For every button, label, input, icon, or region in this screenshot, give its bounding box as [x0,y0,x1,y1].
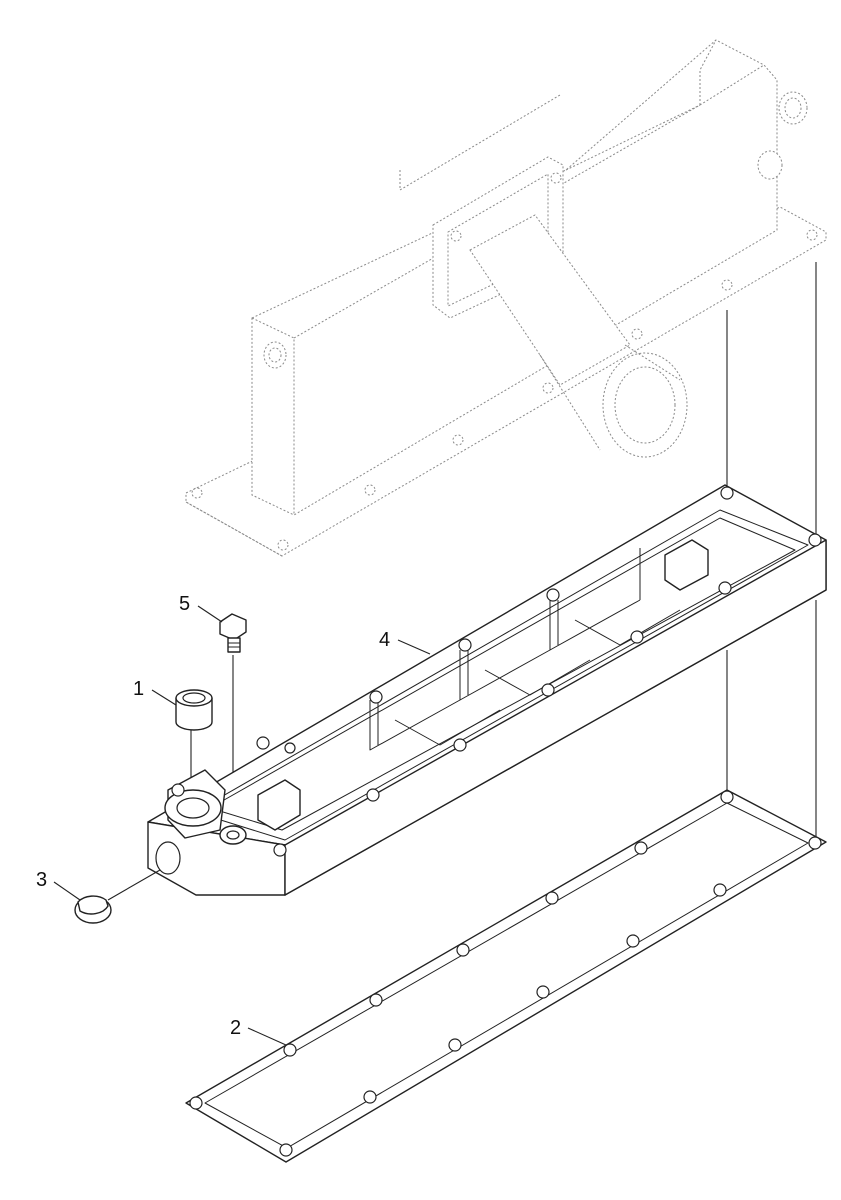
cap-plug-part [74,895,112,924]
callout-5: 5 [179,593,190,615]
callout-2: 2 [230,1017,241,1039]
bolt-part [219,613,247,653]
sleeve-part [175,689,213,731]
upper-housing-reference [185,39,827,557]
callout-leaders [53,605,431,1046]
callout-4: 4 [379,629,390,651]
gasket-part [185,789,827,1163]
callout-3: 3 [36,869,47,891]
callout-labels: 1 2 3 4 5 [36,593,390,1039]
callout-1: 1 [133,678,144,700]
cover-body-part [147,484,827,896]
